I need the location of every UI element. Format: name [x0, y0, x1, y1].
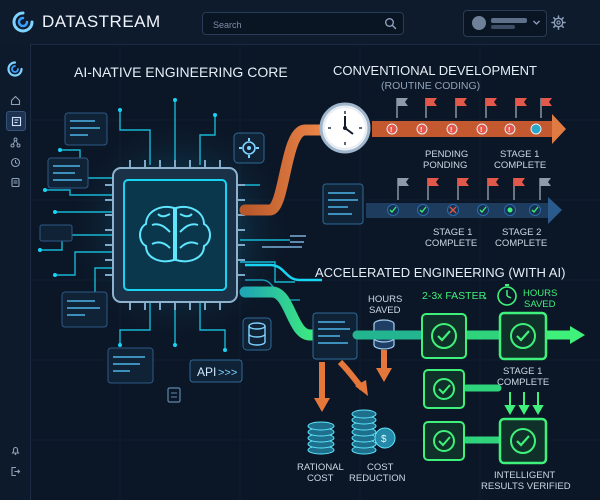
- accelerated-green-pipes: [352, 330, 577, 444]
- network-icon: [10, 137, 20, 147]
- api-arrows: >>>: [218, 367, 237, 379]
- stage-complete-1: STAGE 1: [503, 366, 542, 377]
- track2-label-a2: COMPLETE: [425, 238, 477, 249]
- track2-label-a1: STAGE 1: [433, 227, 472, 238]
- engineering-comparison-illustration: AI-NATIVE ENGINEERING CORE: [31, 45, 600, 500]
- user-name-placeholder: [491, 18, 527, 23]
- cost-reduction-2: REDUCTION: [349, 473, 406, 484]
- check-box-4: [423, 421, 465, 461]
- rational-cost-2: COST: [307, 473, 334, 484]
- logout-icon: [10, 466, 20, 476]
- cost-reduction-1: COST: [367, 462, 394, 473]
- chevron-down-icon: [533, 20, 540, 25]
- core-title: AI-NATIVE ENGINEERING CORE: [74, 64, 288, 80]
- stopwatch-icon: [497, 284, 517, 306]
- hours-saved-right-2: SAVED: [524, 299, 556, 310]
- gear-icon[interactable]: [551, 15, 566, 30]
- clock-icon: [319, 102, 371, 154]
- track1-label-b2: COMPLETE: [494, 160, 546, 171]
- svg-text:!: !: [390, 127, 392, 134]
- faster-label: 2-3x FASTER: [422, 290, 487, 302]
- avatar: [472, 16, 486, 30]
- sidebar-item-history[interactable]: [6, 153, 24, 171]
- svg-text:!: !: [508, 127, 510, 134]
- documents-icon: [10, 177, 20, 187]
- results-arrows: [504, 392, 544, 416]
- track1-label-a2: PONDING: [423, 160, 467, 171]
- database-box: [242, 317, 272, 351]
- svg-text:$: $: [381, 434, 387, 445]
- sidebar-item-notifications[interactable]: [6, 441, 24, 459]
- check-box-5: [498, 417, 548, 465]
- rational-cost-coins: [307, 421, 335, 455]
- home-icon: [10, 95, 20, 105]
- history-icon: [10, 157, 20, 167]
- faster-arrow: →: [477, 289, 489, 303]
- hours-saved-left-2: SAVED: [369, 305, 401, 316]
- conventional-title: CONVENTIONAL DEVELOPMENT: [333, 63, 537, 78]
- svg-text:!: !: [420, 127, 422, 134]
- cost-arrows: [314, 350, 392, 412]
- sidebar-item-logout[interactable]: [6, 462, 24, 480]
- conventional-track-1: !!!!!: [372, 98, 566, 144]
- accelerated-code-panel: [312, 312, 358, 360]
- track2-label-b2: COMPLETE: [495, 238, 547, 249]
- sidebar-item-documents[interactable]: [6, 173, 24, 191]
- sidebar: [0, 44, 31, 500]
- user-menu[interactable]: [463, 10, 547, 37]
- accelerated-arrow-head: [570, 326, 585, 344]
- results-label-1: INTELLIGENT: [494, 470, 555, 481]
- rational-cost-1: RATIONAL: [297, 462, 344, 473]
- check-box-2: [498, 311, 548, 361]
- api-label: API: [197, 365, 216, 379]
- accelerated-pipe: [239, 286, 324, 341]
- conventional-pipe: [239, 124, 334, 216]
- code-snippet-panels: [39, 112, 154, 384]
- brain-icon: [139, 206, 211, 263]
- bell-icon: [10, 446, 20, 455]
- hours-saved-right-1: HOURS: [523, 288, 557, 299]
- user-role-placeholder: [491, 25, 515, 29]
- top-bar: DATASTREAM: [0, 0, 600, 45]
- brand-name: DATASTREAM: [42, 12, 161, 31]
- track2-label-b1: STAGE 2: [502, 227, 541, 238]
- track1-label-b1: STAGE 1: [500, 149, 539, 160]
- small-doc-icon: [167, 387, 181, 403]
- stage-complete-2: COMPLETE: [497, 377, 549, 388]
- accelerated-title: ACCELERATED ENGINEERING (WITH AI): [315, 265, 565, 280]
- svg-text:!: !: [450, 127, 452, 134]
- sidebar-item-home[interactable]: [6, 91, 24, 109]
- check-box-3: [423, 369, 465, 409]
- sidebar-item-network[interactable]: [6, 133, 24, 151]
- results-label-2: RESULTS VERIFIED: [481, 481, 571, 492]
- conventional-subtitle: (ROUTINE CODING): [381, 80, 480, 92]
- check-box-1: [421, 313, 467, 359]
- svg-text:!: !: [480, 127, 482, 134]
- gear-box: [233, 132, 265, 164]
- api-box: API >>>: [189, 359, 243, 383]
- chip-side-ticks: [262, 235, 306, 248]
- sidebar-logo-icon[interactable]: [7, 61, 23, 77]
- sidebar-item-dashboard[interactable]: [6, 111, 26, 131]
- dashboard-icon: [11, 116, 21, 126]
- datastream-logo-icon[interactable]: [12, 11, 34, 33]
- cost-reduction-coins: $: [351, 409, 396, 455]
- search-icon[interactable]: [384, 17, 397, 30]
- search-box[interactable]: [202, 12, 404, 35]
- track1-label-a1: PENDING: [425, 149, 468, 160]
- search-input[interactable]: [211, 16, 375, 33]
- hours-saved-left-1: HOURS: [368, 294, 402, 305]
- conventional-track-2: [322, 178, 562, 225]
